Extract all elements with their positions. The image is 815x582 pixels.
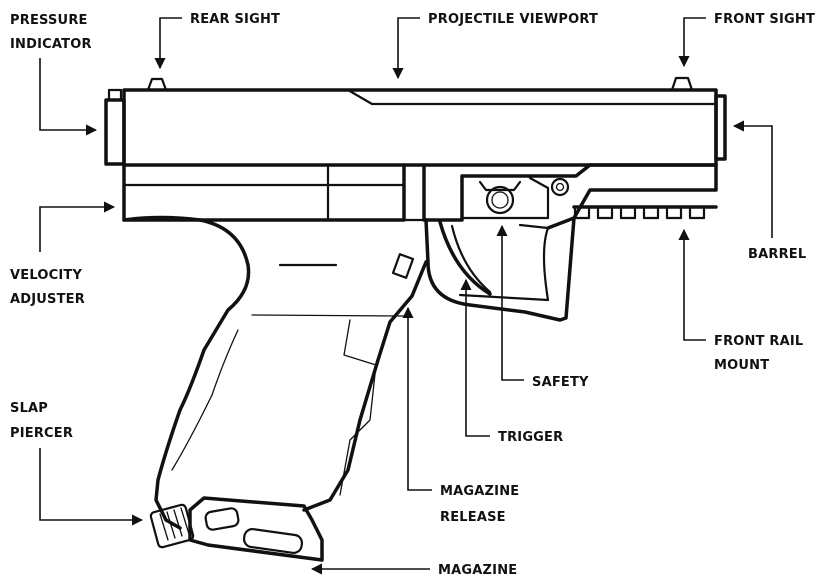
label-safety: SAFETY <box>532 375 589 390</box>
barrel-part <box>714 94 727 161</box>
trigger-part <box>424 216 576 322</box>
label-front-rail-mount-line2: MOUNT <box>714 358 769 373</box>
pressure-indicator-part <box>104 88 126 166</box>
callout-line-velocity-adjuster <box>39 201 116 252</box>
labels: PRESSURE INDICATOR REAR SIGHT PROJECTILE… <box>10 12 815 578</box>
front-sight-part <box>670 76 694 92</box>
label-slap-piercer-line1: SLAP <box>10 401 48 416</box>
label-pressure-indicator-line2: INDICATOR <box>10 37 92 52</box>
label-trigger: TRIGGER <box>498 430 563 445</box>
callout-line-front-sight <box>678 17 706 68</box>
label-pressure-indicator-line1: PRESSURE <box>10 13 88 28</box>
rail-mount-part <box>572 205 718 220</box>
label-projectile-viewport: PROJECTILE VIEWPORT <box>428 12 598 27</box>
label-magazine-release-line2: RELEASE <box>440 510 506 525</box>
pistol-illustration <box>104 76 727 562</box>
callout-lines <box>39 17 773 575</box>
callout-line-rear-sight <box>154 17 182 70</box>
label-barrel: BARREL <box>748 247 806 262</box>
label-magazine-release-line1: MAGAZINE <box>440 484 519 499</box>
magazine-part <box>149 496 324 562</box>
callout-line-front-rail-mount <box>678 228 706 341</box>
label-velocity-adjuster-line1: VELOCITY <box>10 268 82 283</box>
label-rear-sight: REAR SIGHT <box>190 12 280 27</box>
callout-line-safety <box>496 224 524 381</box>
frame-part <box>122 163 718 230</box>
slide-part <box>122 88 718 167</box>
label-front-sight: FRONT SIGHT <box>714 12 815 27</box>
label-velocity-adjuster-line2: ADJUSTER <box>10 292 85 307</box>
callout-line-slap-piercer <box>39 448 144 526</box>
projectile-viewport-part <box>346 88 718 106</box>
label-magazine: MAGAZINE <box>438 563 517 578</box>
callout-line-barrel <box>732 120 773 238</box>
callout-line-projectile-viewport <box>392 17 420 80</box>
callout-line-pressure-indicator <box>39 58 98 136</box>
label-front-rail-mount-line1: FRONT RAIL <box>714 334 803 349</box>
grip-part <box>122 215 428 530</box>
callout-line-magazine-release <box>402 306 432 491</box>
rear-sight-part <box>146 77 168 92</box>
label-slap-piercer-line2: PIERCER <box>10 426 73 441</box>
callout-line-trigger <box>460 278 490 437</box>
slap-piercer-part <box>149 503 195 549</box>
